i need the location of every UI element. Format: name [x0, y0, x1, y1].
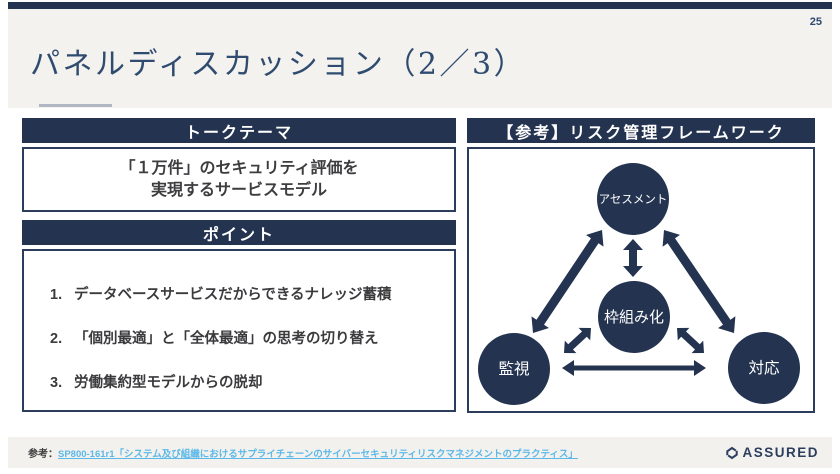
talk-theme-box: 「１万件」のセキュリティ評価を 実現するサービスモデル: [22, 147, 456, 212]
node-respond-circle: [728, 332, 800, 404]
point-item: 1. データベースサービスだからできるナレッジ蓄積: [50, 287, 454, 303]
page-number: 25: [809, 16, 822, 28]
node-framework-label: 枠組み化: [604, 309, 664, 326]
node-monitor-circle: [478, 333, 550, 405]
point-item: 2. 「個別最適」と「全体最適」の思考の切り替え: [50, 331, 454, 347]
top-accent-bar: [8, 2, 832, 9]
double-arrow: [562, 360, 706, 376]
footer-band: 参考：SP800-161r1「システム及び組織におけるサプライチェーンのサイバー…: [8, 437, 832, 468]
assured-logo-icon: [726, 446, 739, 459]
reference-label: 参考：: [28, 449, 58, 460]
node-respond-label: 対応: [748, 359, 780, 377]
point-item: 3. 労働集約型モデルからの脱却: [50, 375, 454, 391]
risk-framework-diagram-svg: アセスメント 枠組み化 監視 対応: [478, 163, 800, 405]
talk-theme-header: トークテーマ: [22, 118, 456, 143]
left-column: トークテーマ 「１万件」のセキュリティ評価を 実現するサービスモデル ポイント …: [22, 118, 456, 412]
double-arrow: [531, 230, 604, 333]
double-arrow: [623, 239, 643, 277]
reference-panel: 【参考】リスク管理フレームワーク アセスメント 枠組み化 監視 対応: [467, 118, 815, 413]
assured-logo-text: ASSURED: [742, 445, 819, 460]
points-header: ポイント: [22, 220, 456, 245]
node-monitor-label: 監視: [498, 360, 530, 378]
point-text: 「個別最適」と「全体最適」の思考の切り替え: [74, 331, 379, 347]
title-band: パネルディスカッション（2／3） 25: [8, 9, 832, 108]
page-title: パネルディスカッション（2／3）: [30, 47, 527, 82]
reference-link[interactable]: SP800-161r1「システム及び組織におけるサプライチェーンのサイバーセキュ…: [58, 449, 578, 460]
talk-theme-line1: 「１万件」のセキュリティ評価を: [119, 159, 359, 177]
point-number: 3.: [50, 375, 63, 391]
reference-panel-header: 【参考】リスク管理フレームワーク: [467, 118, 815, 143]
point-text: データベースサービスだからできるナレッジ蓄積: [74, 287, 392, 303]
node-assessment-label: アセスメント: [599, 193, 668, 206]
point-number: 2.: [50, 331, 63, 347]
node-framework-circle: [598, 281, 670, 353]
node-assessment-circle: [597, 163, 669, 235]
point-text: 労働集約型モデルからの脱却: [74, 375, 263, 391]
title-underline: [39, 104, 112, 107]
talk-theme-line2: 実現するサービスモデル: [150, 181, 327, 199]
reference-line: 参考：SP800-161r1「システム及び組織におけるサプライチェーンのサイバー…: [28, 445, 578, 460]
point-number: 1.: [50, 287, 63, 303]
double-arrow: [677, 327, 704, 354]
points-box: 1. データベースサービスだからできるナレッジ蓄積 2. 「個別最適」と「全体最…: [22, 249, 456, 412]
risk-framework-diagram: アセスメント 枠組み化 監視 対応: [467, 147, 815, 413]
double-arrow: [564, 327, 591, 354]
double-arrow: [662, 230, 736, 333]
arrow-layer: [531, 230, 736, 376]
assured-logo: ASSURED: [725, 445, 819, 460]
